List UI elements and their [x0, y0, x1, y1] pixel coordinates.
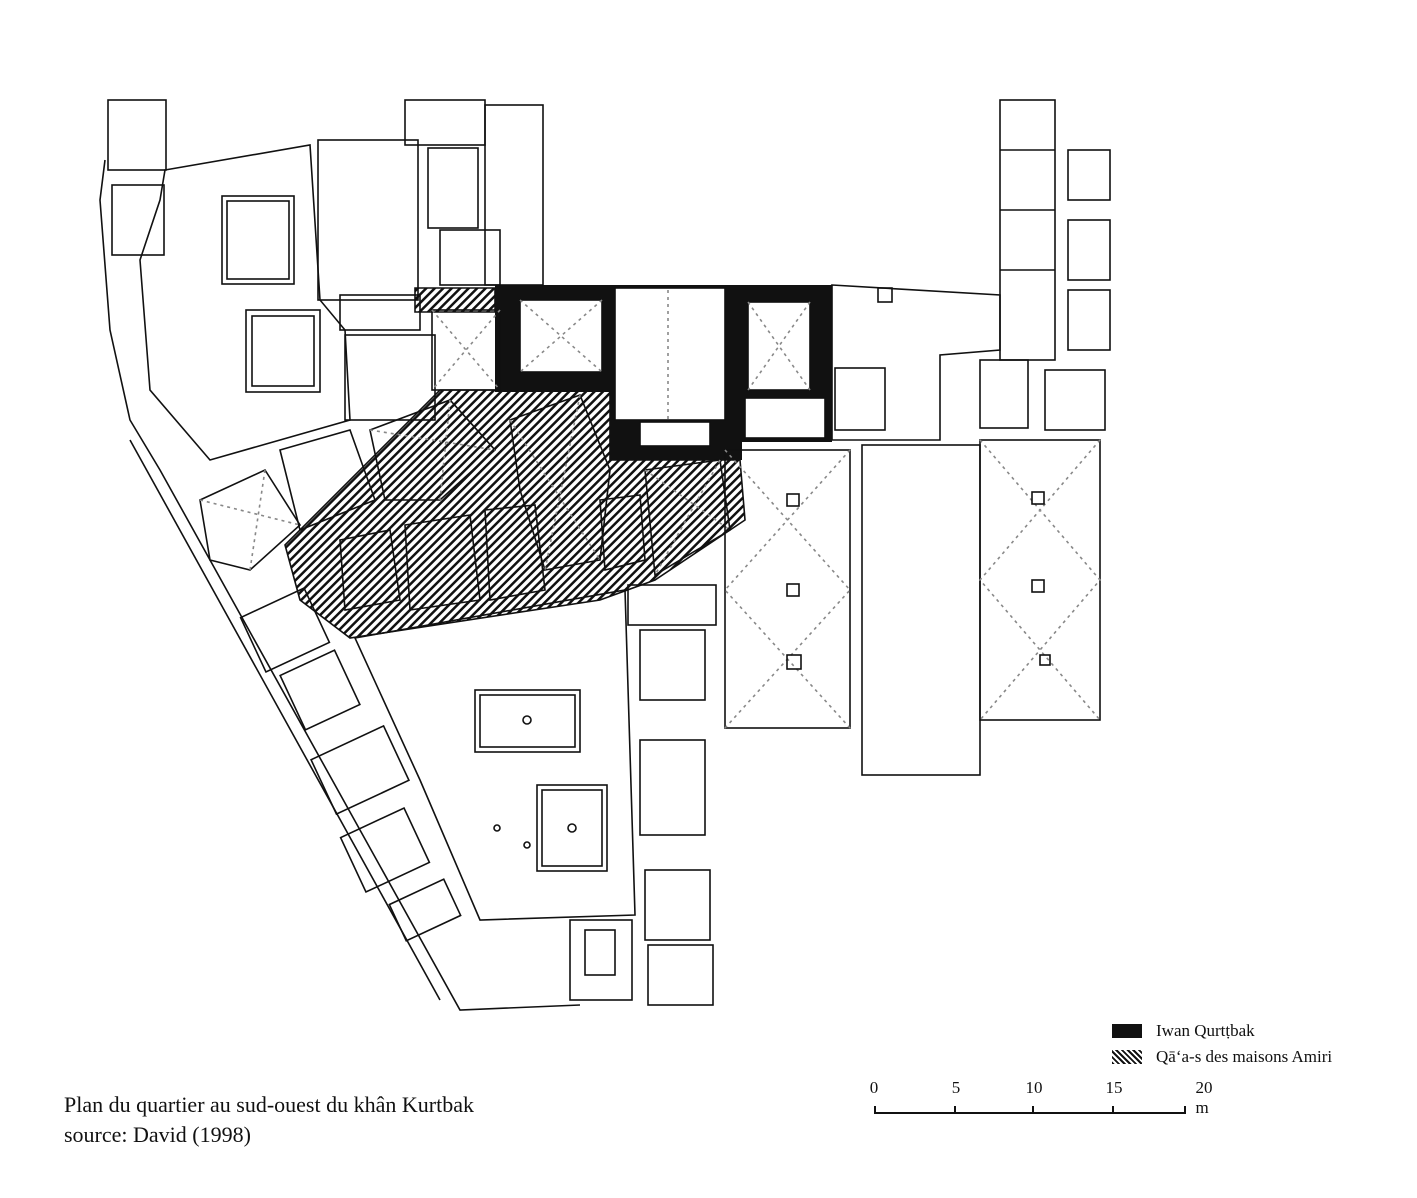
legend-swatch-hatched — [1112, 1050, 1142, 1064]
scale-line — [874, 1104, 1186, 1114]
scale-tick: 0 — [869, 1078, 879, 1097]
legend: Iwan Qurtṭbak Qā‘a-s des maisons Amiri — [1112, 1018, 1332, 1070]
scale-tick: 15 — [1105, 1078, 1123, 1097]
south-courtyard — [353, 589, 636, 921]
caption-title: Plan du quartier au sud-ouest du khân Ku… — [64, 1092, 474, 1117]
scale-tick: 5 — [951, 1078, 961, 1097]
scale-tick: 10 — [1025, 1078, 1043, 1097]
caption: Plan du quartier au sud-ouest du khân Ku… — [64, 1090, 474, 1150]
legend-label: Iwan Qurtṭbak — [1156, 1021, 1255, 1040]
legend-item-qaa: Qā‘a-s des maisons Amiri — [1112, 1044, 1332, 1070]
legend-label: Qā‘a-s des maisons Amiri — [1156, 1047, 1333, 1066]
caption-source: source: David (1998) — [64, 1122, 251, 1147]
scale-tick: 20 m — [1195, 1078, 1213, 1117]
iwan-qurttbak — [495, 285, 832, 460]
legend-swatch-black — [1112, 1024, 1142, 1038]
qaa-hatched-areas — [284, 287, 746, 639]
legend-item-iwan: Iwan Qurtṭbak — [1112, 1018, 1332, 1044]
east-halls — [723, 439, 1102, 776]
scale-bar: 0 5 10 15 20 m — [862, 1078, 1213, 1118]
